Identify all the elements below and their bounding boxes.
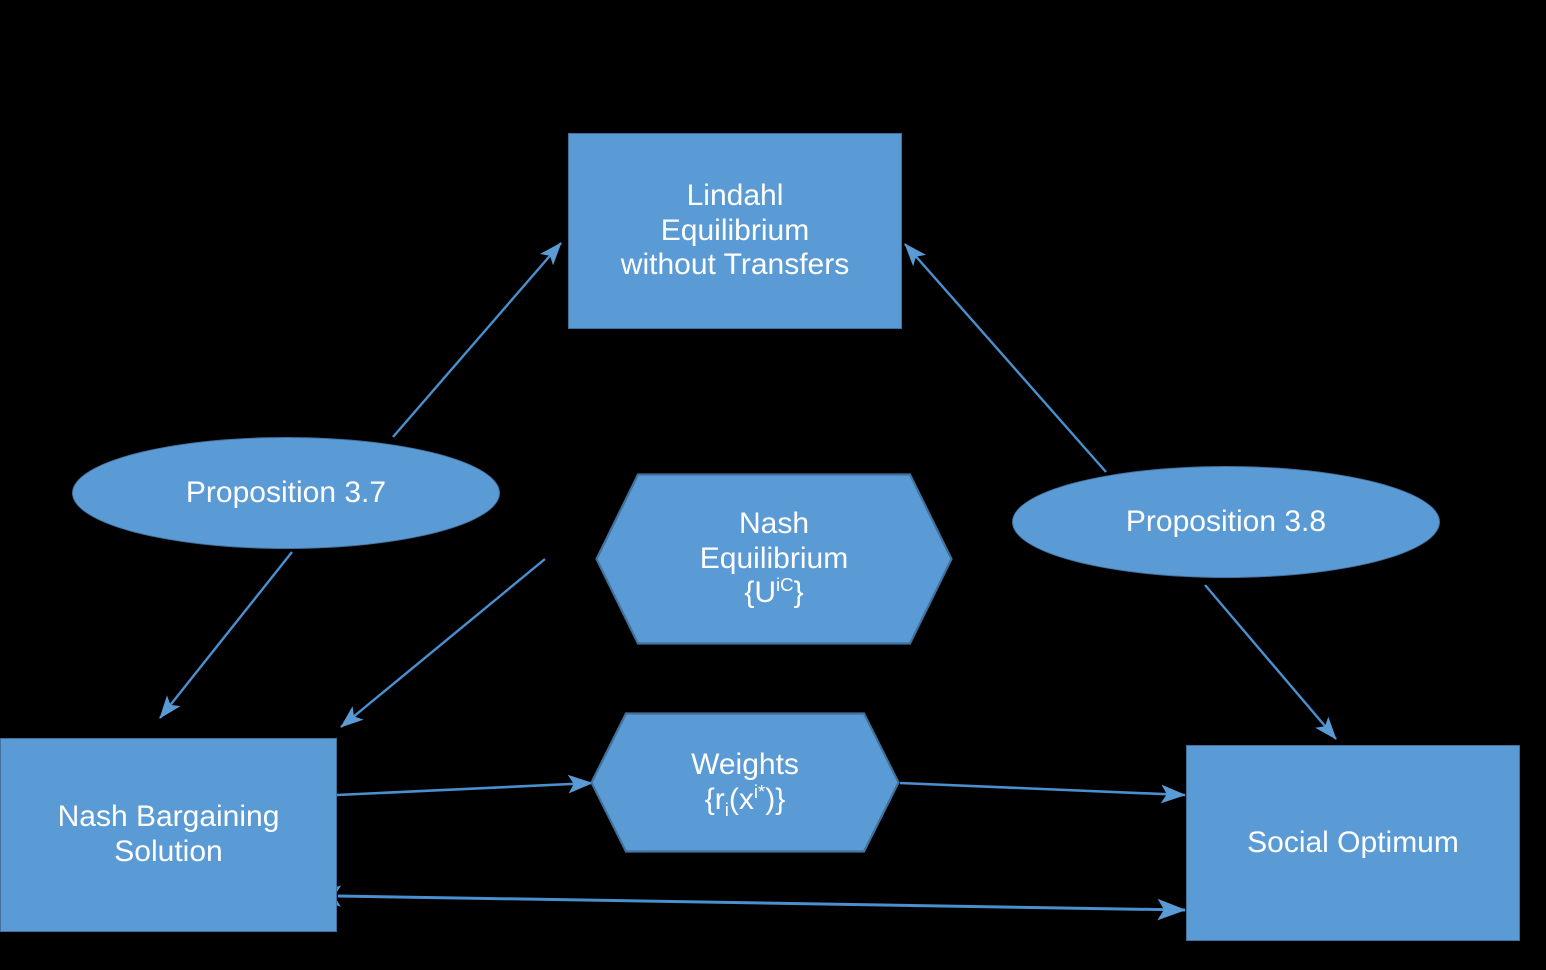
node-label-line2-post: )} [765, 782, 786, 816]
node-label-line2-pre: {r [704, 782, 725, 816]
edge-prop38-to-lindahl [904, 243, 1107, 473]
edge-nash-bargaining-solution-social-optimum-two-way [312, 885, 1187, 921]
node-label: Lindahl Equilibrium without Transfers [620, 178, 850, 282]
node-proposition-3-8[interactable]: Proposition 3.8 [1012, 466, 1440, 578]
edge-nash-equilibrium-to-nash-bargaining-solution [340, 558, 546, 728]
node-label-line2-superscript: i* [753, 780, 766, 802]
edge-nash-bargaining-solution-to-weights [336, 774, 594, 797]
node-label-line1: Weights [691, 747, 799, 781]
edge-weights-to-social-optimum [899, 781, 1187, 804]
node-proposition-3-7[interactable]: Proposition 3.7 [72, 437, 500, 549]
node-label-line2: Equilibrium [699, 541, 849, 575]
node-label-line1: Nash [738, 506, 810, 540]
edge-prop38-to-social-optimum [1204, 584, 1337, 740]
node-label: Nash Bargaining Solution [57, 800, 280, 868]
node-social-optimum[interactable]: Social Optimum [1186, 745, 1520, 941]
node-nash-bargaining-solution[interactable]: Nash Bargaining Solution [0, 738, 337, 932]
node-lindahl-equilibrium-without-transfers[interactable]: Lindahl Equilibrium without Transfers [568, 133, 902, 329]
node-label-line3-superscript: iC [776, 574, 794, 596]
node-label: Social Optimum [1247, 825, 1459, 859]
node-label: Proposition 3.8 [1125, 504, 1327, 538]
hexagon-shape [595, 473, 953, 645]
node-label-line3-pre: {U [744, 576, 777, 610]
node-weights[interactable]: Weights{ri(xi*)} [590, 712, 900, 853]
hexagon-shape [590, 712, 900, 853]
node-label: Proposition 3.7 [185, 475, 387, 509]
node-label-line2-subscript: i [724, 798, 729, 820]
node-label-line3-post: } [793, 576, 804, 610]
edge-prop37-to-lindahl [392, 242, 562, 438]
edge-prop37-to-nash-bargaining-solution [159, 551, 293, 719]
node-label: Weights{ri(xi*)} [683, 747, 807, 820]
node-label-line2-mid: (x [728, 782, 754, 816]
